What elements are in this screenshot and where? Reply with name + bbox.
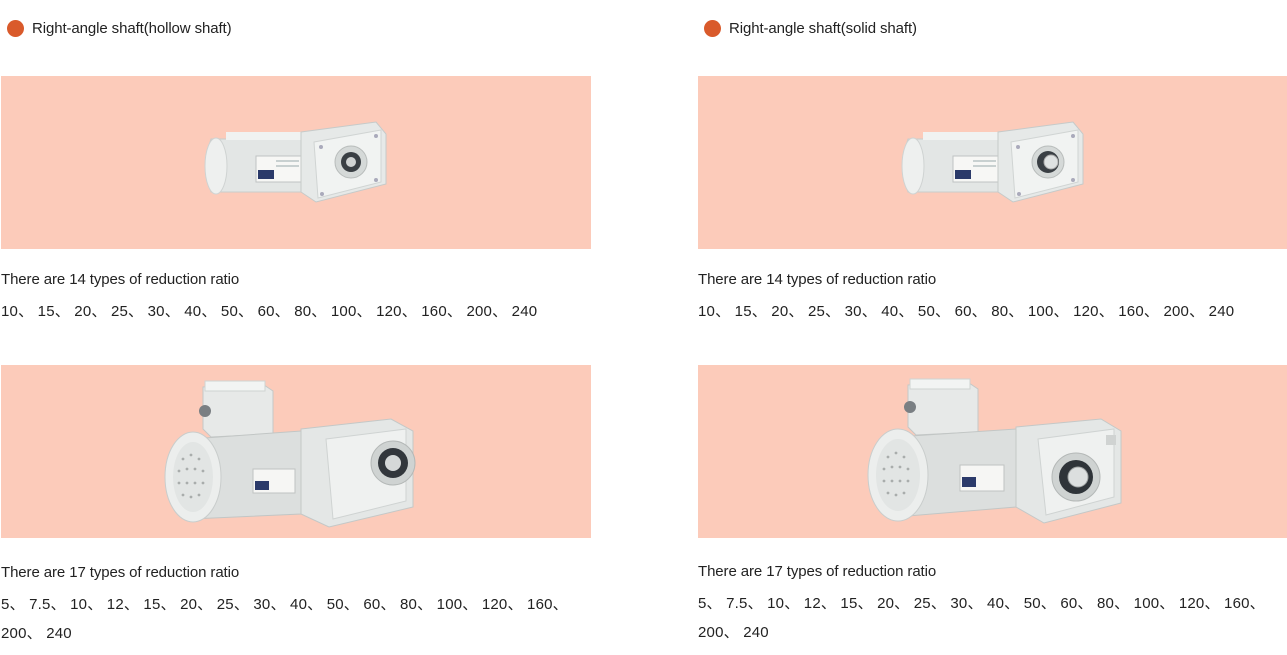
ratio-list-continued: 200、 240 bbox=[698, 624, 769, 641]
ratio-list: 5、 7.5、 10、 12、 15、 20、 25、 30、 40、 50、 … bbox=[1, 596, 568, 613]
section-heading: Right-angle shaft(solid shaft) bbox=[704, 20, 917, 37]
section-title: Right-angle shaft(solid shaft) bbox=[729, 20, 917, 37]
product-caption: There are 14 types of reduction ratio bbox=[698, 271, 937, 288]
section-heading: Right-angle shaft(hollow shaft) bbox=[7, 20, 232, 37]
product-image-compact-hollow bbox=[1, 76, 591, 249]
bullet-dot-icon bbox=[704, 20, 721, 37]
product-image-large-solid bbox=[698, 365, 1287, 538]
product-caption: There are 14 types of reduction ratio bbox=[1, 271, 240, 288]
ratio-list: 5、 7.5、 10、 12、 15、 20、 25、 30、 40、 50、 … bbox=[698, 595, 1265, 612]
product-caption: There are 17 types of reduction ratio bbox=[698, 563, 937, 580]
bullet-dot-icon bbox=[7, 20, 24, 37]
ratio-list-continued: 200、 240 bbox=[1, 625, 72, 642]
product-caption: There are 17 types of reduction ratio bbox=[1, 564, 240, 581]
ratio-list: 10、 15、 20、 25、 30、 40、 50、 60、 80、 100、… bbox=[698, 303, 1235, 320]
section-title: Right-angle shaft(hollow shaft) bbox=[32, 20, 232, 37]
product-image-compact-solid bbox=[698, 76, 1287, 249]
ratio-list: 10、 15、 20、 25、 30、 40、 50、 60、 80、 100、… bbox=[1, 303, 538, 320]
product-image-large-hollow bbox=[1, 365, 591, 538]
